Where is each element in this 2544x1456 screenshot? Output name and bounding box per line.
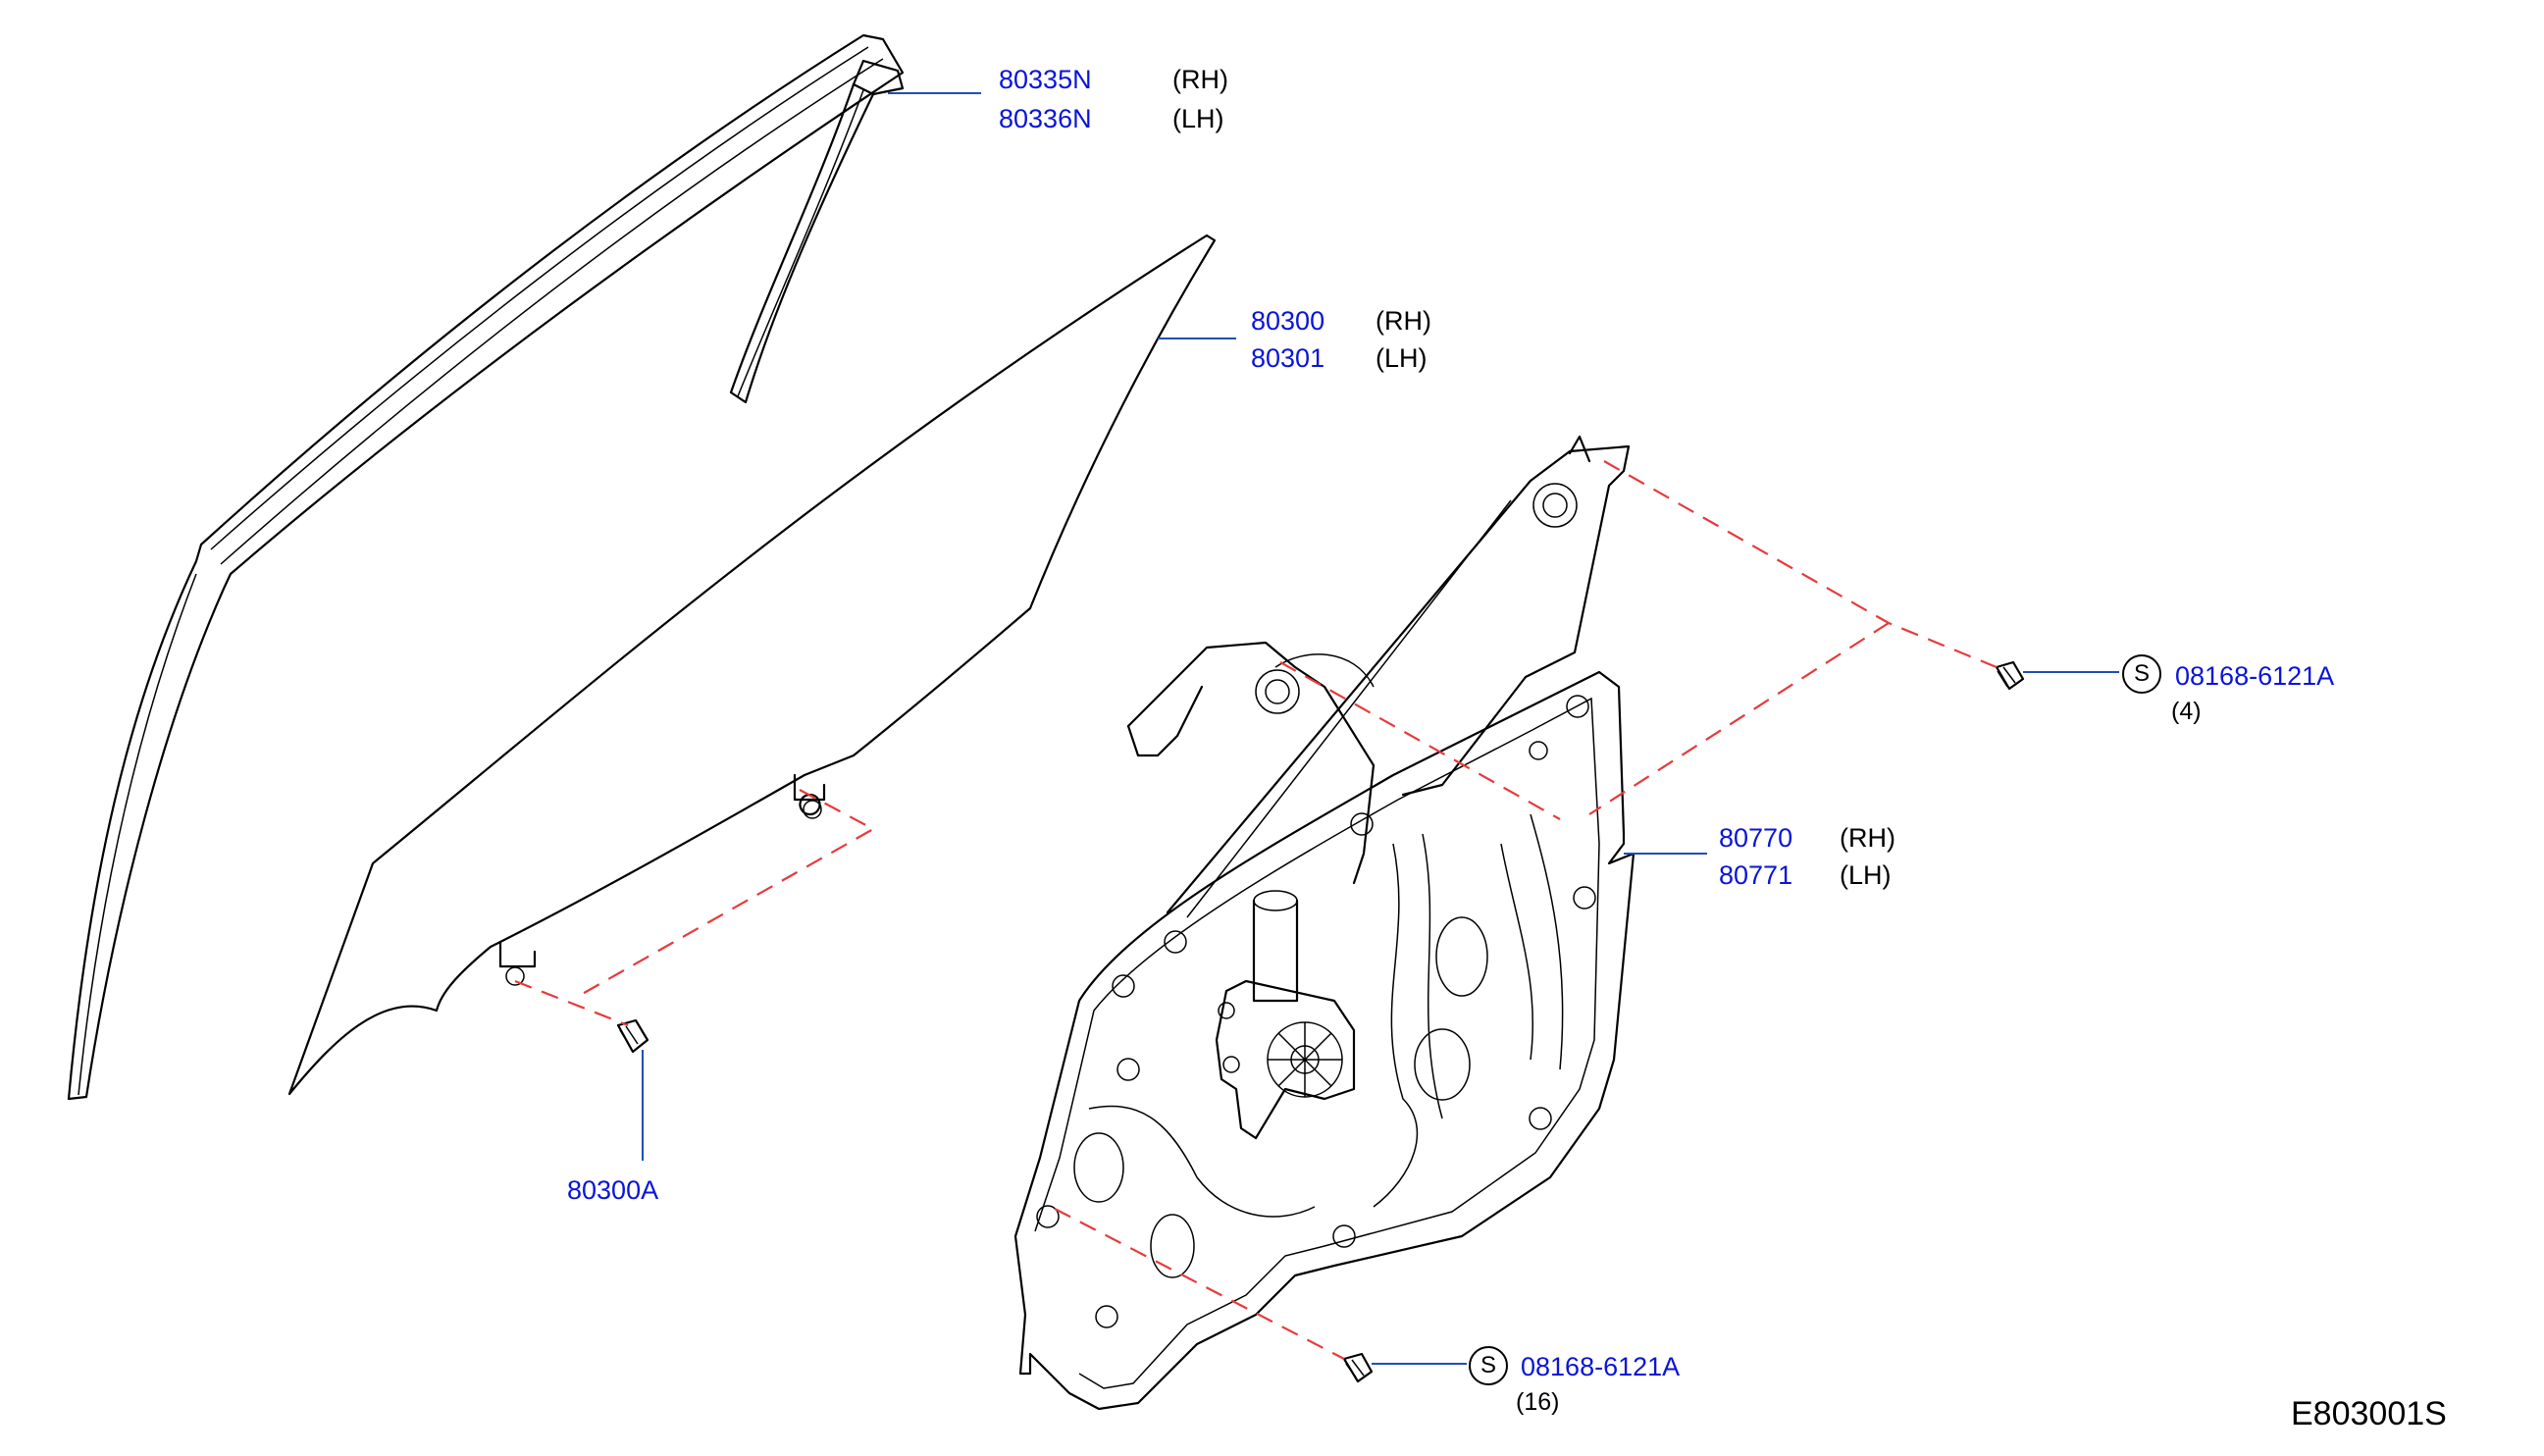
bolt-lower-quantity: (16) bbox=[1516, 1388, 1560, 1416]
glass-lh-part-number[interactable]: 80301 bbox=[1251, 343, 1325, 373]
regulator-bolt-lower bbox=[1342, 1352, 1374, 1383]
assembly-dashed-lines bbox=[514, 460, 1998, 1360]
glass-bolt-part-number[interactable]: 80300A bbox=[567, 1175, 659, 1205]
regulator-rh-side: (RH) bbox=[1840, 823, 1895, 853]
glass-clip-front bbox=[498, 940, 537, 986]
glass-clip-rear bbox=[793, 773, 826, 819]
diagram-reference-code: E803001S bbox=[2291, 1395, 2447, 1432]
door-sash-channel bbox=[67, 33, 905, 1101]
glass-bolt bbox=[616, 1018, 649, 1054]
door-glass bbox=[287, 234, 1217, 1096]
standard-part-symbol-lower: S bbox=[1469, 1346, 1508, 1385]
bolt-upper-part-number[interactable]: 08168-6121A bbox=[2175, 661, 2335, 691]
window-regulator bbox=[1013, 435, 1635, 1411]
sash-rh-side: (RH) bbox=[1172, 65, 1228, 94]
glass-lh-side: (LH) bbox=[1376, 343, 1428, 373]
bolt-upper-quantity: (4) bbox=[2171, 698, 2202, 725]
regulator-lh-part-number[interactable]: 80771 bbox=[1719, 860, 1793, 890]
standard-part-symbol-upper: S bbox=[2122, 654, 2161, 694]
glass-rh-side: (RH) bbox=[1376, 306, 1431, 336]
sash-rh-part-number[interactable]: 80335N bbox=[999, 65, 1092, 94]
sash-lh-part-number[interactable]: 80336N bbox=[999, 104, 1092, 133]
regulator-bolt-upper bbox=[1995, 660, 2025, 691]
sash-lh-side: (LH) bbox=[1172, 104, 1224, 133]
regulator-lh-side: (LH) bbox=[1840, 860, 1892, 890]
regulator-rh-part-number[interactable]: 80770 bbox=[1719, 823, 1793, 853]
bolt-lower-part-number[interactable]: 08168-6121A bbox=[1521, 1352, 1681, 1381]
leader-lines bbox=[642, 92, 2119, 1365]
regulator-motor bbox=[1215, 890, 1356, 1140]
glass-rh-part-number[interactable]: 80300 bbox=[1251, 306, 1325, 336]
